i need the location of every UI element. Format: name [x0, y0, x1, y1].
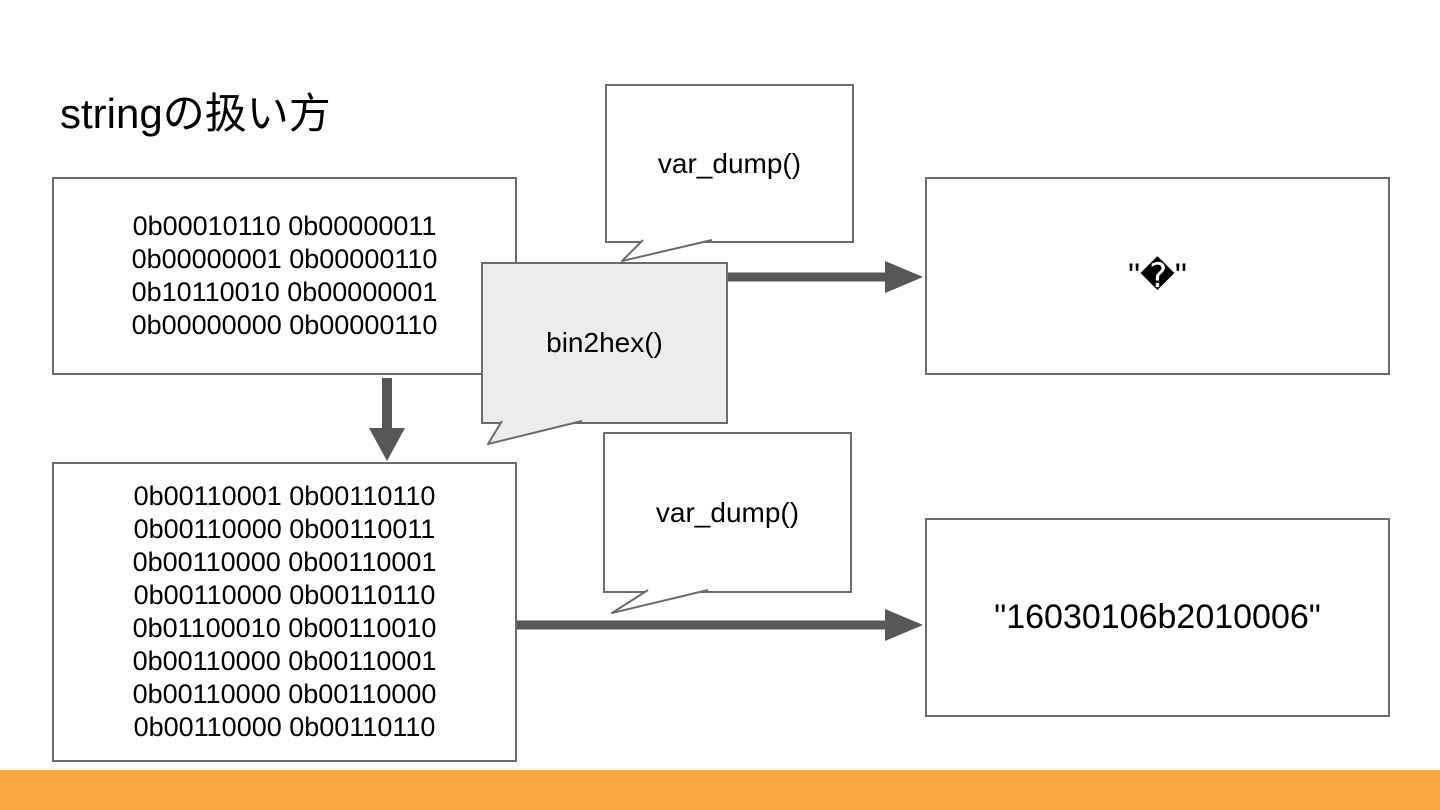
output-box-garbled: "�"	[925, 177, 1390, 375]
garbled-string-value: "�"	[1127, 257, 1187, 295]
binary-box-top: 0b00010110 0b00000011 0b00000001 0b00000…	[52, 177, 517, 375]
output-box-hex: "16030106b2010006"	[925, 518, 1390, 717]
binary-line: 0b00110000 0b00110001	[132, 547, 437, 577]
binary-line: 0b00010110 0b00000011	[132, 211, 437, 241]
binary-line: 0b00000001 0b00000110	[131, 244, 438, 274]
binary-line: 0b01100010 0b00110010	[132, 613, 437, 643]
binary-line: 0b00110000 0b00110000	[132, 679, 437, 709]
binary-line: 0b00000000 0b00000110	[131, 310, 438, 340]
down-arrow	[369, 378, 405, 461]
var-dump-label-top: var_dump()	[657, 147, 802, 179]
binary-line: 0b00110000 0b00110110	[133, 712, 436, 742]
hex-string-value: "16030106b2010006"	[994, 598, 1321, 636]
binary-line: 0b10110010 0b00000001	[131, 277, 438, 307]
right-arrow-top	[727, 261, 923, 293]
slide-title: stringの扱い方	[60, 90, 331, 137]
right-arrow-bottom	[517, 609, 923, 641]
binary-line: 0b00110000 0b00110110	[133, 580, 436, 610]
binary-line: 0b00110001 0b00110110	[133, 481, 436, 511]
binary-box-bottom: 0b00110001 0b00110110 0b00110000 0b00110…	[52, 462, 517, 762]
var-dump-label-bottom: var_dump()	[655, 496, 800, 528]
binary-line: 0b00110000 0b00110001	[132, 646, 437, 676]
footer-accent-bar	[0, 770, 1440, 810]
binary-line: 0b00110000 0b00110011	[133, 514, 436, 544]
bin2hex-label: bin2hex()	[546, 327, 663, 358]
